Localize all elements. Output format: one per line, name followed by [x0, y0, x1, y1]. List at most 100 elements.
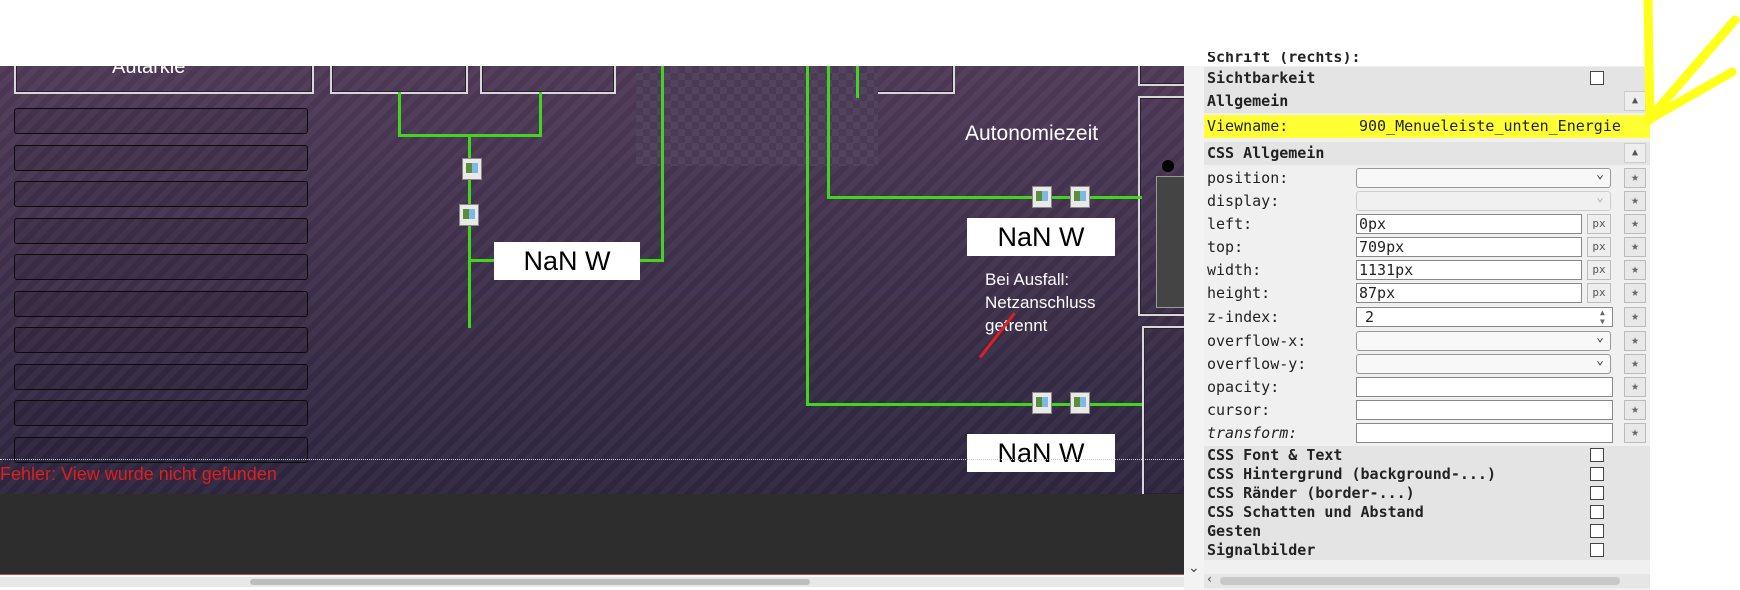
- field-label: transform:: [1207, 424, 1298, 442]
- viewname-input[interactable]: 900_Menueleiste_unten_Energie: [1356, 116, 1646, 136]
- left-input[interactable]: 0px: [1356, 214, 1582, 234]
- ausfall-line-1: Bei Ausfall:: [985, 270, 1070, 289]
- left-row: left: 0px px ★: [1204, 213, 1650, 236]
- opacity-input[interactable]: [1356, 377, 1613, 397]
- star-icon[interactable]: ★: [1624, 168, 1646, 188]
- autarkie-box[interactable]: [14, 66, 314, 94]
- power-value-3: NaN W: [967, 434, 1115, 472]
- sensor-icon[interactable]: [1032, 186, 1052, 208]
- power-value-2: NaN W: [967, 218, 1115, 256]
- star-icon[interactable]: ★: [1624, 331, 1646, 351]
- sensor-icon[interactable]: [1032, 392, 1052, 414]
- sichtbarkeit-checkbox[interactable]: [1590, 71, 1604, 85]
- section-gestures[interactable]: Gesten: [1204, 522, 1650, 541]
- list-row[interactable]: [14, 108, 308, 134]
- star-icon[interactable]: ★: [1624, 307, 1646, 327]
- position-select[interactable]: ⌄: [1356, 167, 1611, 188]
- list-row[interactable]: [14, 254, 308, 280]
- vis-canvas[interactable]: Autarkie NaN W Autonomiezeit NaN W Bei A…: [0, 66, 1184, 494]
- sensor-icon[interactable]: [1070, 186, 1090, 208]
- overflow-y-select[interactable]: ⌄: [1356, 353, 1611, 374]
- height-input[interactable]: 87px: [1356, 283, 1582, 303]
- partial-row-label: Schrift (rechts):: [1207, 52, 1361, 66]
- section-checkbox[interactable]: [1590, 505, 1604, 519]
- top-row: top: 709px px ★: [1204, 236, 1650, 259]
- width-input[interactable]: 1131px: [1356, 260, 1582, 280]
- star-icon[interactable]: ★: [1624, 423, 1646, 443]
- list-row[interactable]: [14, 181, 308, 207]
- sensor-icon[interactable]: [459, 204, 479, 226]
- panel-horizontal-scrollbar[interactable]: ‹: [1204, 572, 1650, 588]
- flow-line: [640, 259, 664, 262]
- section-signal-images[interactable]: Signalbilder: [1204, 541, 1650, 560]
- z-index-input[interactable]: 2: [1356, 307, 1613, 327]
- px-unit-button[interactable]: px: [1587, 214, 1611, 234]
- flow-line: [661, 66, 664, 262]
- allgemein-header[interactable]: Allgemein ▲: [1204, 90, 1650, 113]
- star-icon[interactable]: ★: [1624, 400, 1646, 420]
- field-label: left:: [1207, 215, 1253, 233]
- section-checkbox[interactable]: [1590, 543, 1604, 557]
- sensor-icon[interactable]: [462, 158, 482, 180]
- star-icon[interactable]: ★: [1624, 377, 1646, 397]
- sichtbarkeit-header[interactable]: Sichtbarkeit: [1204, 67, 1650, 90]
- autarkie-label: Autarkie: [112, 66, 186, 78]
- section-border[interactable]: CSS Ränder (border-...): [1204, 484, 1650, 503]
- px-unit-button[interactable]: px: [1587, 260, 1611, 280]
- px-unit-button[interactable]: px: [1587, 283, 1611, 303]
- field-label: display:: [1207, 192, 1280, 210]
- field-label: height:: [1207, 284, 1271, 302]
- annotation-arrow: [1643, 0, 1740, 125]
- section-checkbox[interactable]: [1590, 448, 1604, 462]
- list-row[interactable]: [14, 218, 308, 244]
- flow-line: [468, 259, 494, 262]
- horizontal-scrollbar-thumb[interactable]: [250, 579, 810, 585]
- section-font-text[interactable]: CSS Font & Text: [1204, 446, 1650, 465]
- px-unit-button[interactable]: px: [1587, 237, 1611, 257]
- display-select[interactable]: ⌄: [1356, 190, 1611, 211]
- section-background[interactable]: CSS Hintergrund (background-...): [1204, 465, 1650, 484]
- cursor-input[interactable]: [1356, 400, 1613, 420]
- css-allgemein-header[interactable]: CSS Allgemein ▲: [1204, 142, 1650, 165]
- right-edge-box-2[interactable]: [1138, 96, 1184, 316]
- overflow-x-row: overflow-x: ⌄ ★: [1204, 330, 1650, 353]
- transform-input[interactable]: [1356, 423, 1613, 443]
- list-row[interactable]: [14, 437, 308, 463]
- right-edge-box-1[interactable]: [1138, 66, 1184, 86]
- star-icon[interactable]: ★: [1624, 260, 1646, 280]
- sensor-icon[interactable]: [1070, 392, 1090, 414]
- scroll-left-icon[interactable]: ‹: [1206, 572, 1214, 586]
- top-box-2[interactable]: [330, 66, 468, 94]
- section-checkbox[interactable]: [1590, 524, 1604, 538]
- overflow-x-select[interactable]: ⌄: [1356, 330, 1611, 351]
- flow-line: [806, 403, 1142, 406]
- top-input[interactable]: 709px: [1356, 237, 1582, 257]
- panel-scrollbar-thumb[interactable]: [1220, 577, 1620, 585]
- section-checkbox[interactable]: [1590, 486, 1604, 500]
- scroll-down-icon[interactable]: ⌄: [1188, 560, 1200, 576]
- list-row[interactable]: [14, 327, 308, 353]
- star-icon[interactable]: ★: [1624, 283, 1646, 303]
- list-row[interactable]: [14, 364, 308, 390]
- flow-line: [468, 136, 471, 328]
- star-icon[interactable]: ★: [1624, 237, 1646, 257]
- star-icon[interactable]: ★: [1624, 354, 1646, 374]
- section-label: Signalbilder: [1207, 541, 1316, 559]
- section-checkbox[interactable]: [1590, 467, 1604, 481]
- list-row[interactable]: [14, 400, 308, 426]
- list-row[interactable]: [14, 291, 308, 317]
- chevron-down-icon: ⌄: [1596, 353, 1604, 368]
- star-icon[interactable]: ★: [1624, 214, 1646, 234]
- spinner-icon[interactable]: ▲▼: [1600, 308, 1605, 326]
- flow-line: [856, 66, 859, 98]
- position-row: position: ⌄ ★: [1204, 167, 1650, 190]
- top-box-3[interactable]: [480, 66, 616, 94]
- list-row[interactable]: [14, 145, 308, 171]
- vertical-scrollbar[interactable]: ⌄: [1184, 66, 1204, 590]
- star-icon[interactable]: ★: [1624, 191, 1646, 211]
- partial-row: Schrift (rechts):: [1204, 52, 1650, 66]
- field-label: cursor:: [1207, 401, 1271, 419]
- right-edge-box-3[interactable]: [1142, 326, 1184, 494]
- section-shadow[interactable]: CSS Schatten und Abstand: [1204, 503, 1650, 522]
- collapse-up-icon[interactable]: ▲: [1624, 143, 1646, 163]
